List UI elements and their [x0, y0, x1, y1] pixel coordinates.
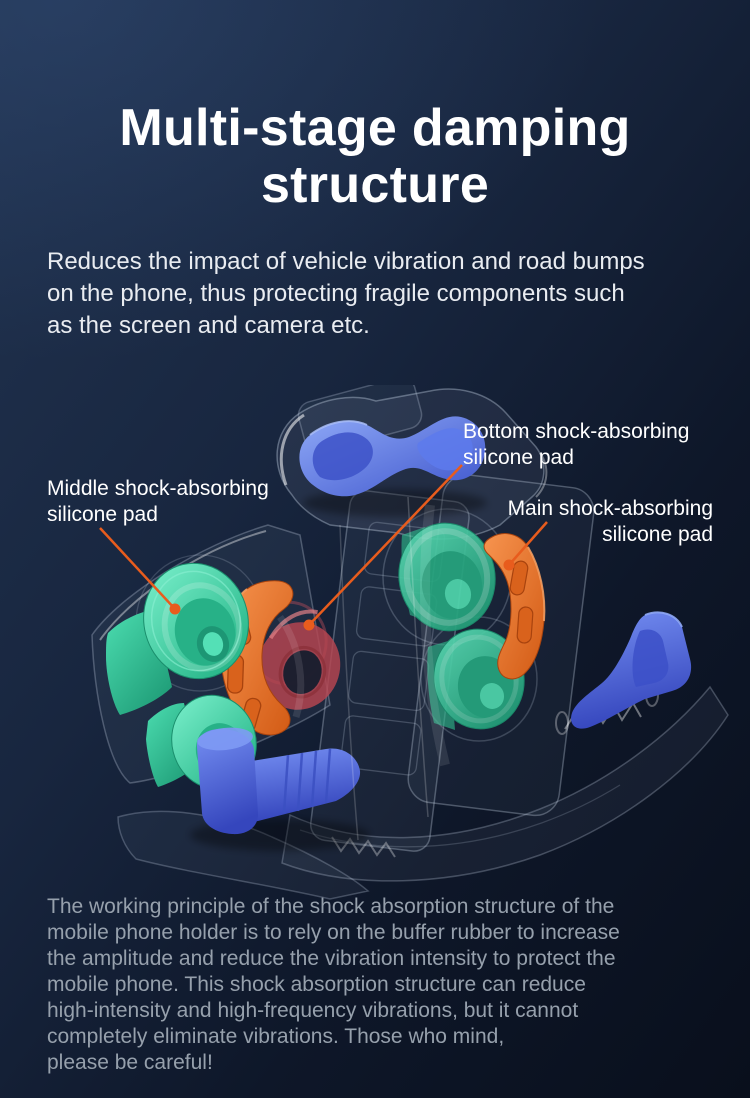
callout-line: Main shock-absorbing [507, 497, 713, 520]
description-line: completely eliminate vibrations. Those w… [47, 1025, 505, 1048]
callout-middle-pad-label: Middle shock-absorbing silicone pad [47, 476, 269, 528]
description-line: mobile phone. This shock absorption stru… [47, 973, 586, 996]
grip-cushion-pad-blue-lower-left [190, 727, 370, 851]
subtitle: Reduces the impact of vehicle vibration … [47, 246, 727, 342]
page-title-line: Multi-stage damping [119, 99, 631, 157]
leader-line-main-pad [508, 521, 548, 566]
subtitle-line: on the phone, thus protecting fragile co… [47, 280, 625, 307]
description-line: the amplitude and reduce the vibration i… [47, 947, 616, 970]
main-shock-absorbing-pad-orange-right [483, 533, 546, 680]
callout-leader-lines [99, 464, 548, 631]
callout-line: silicone pad [463, 446, 574, 469]
description-line: mobile phone holder is to rely on the bu… [47, 921, 620, 944]
callout-main-pad-label: Main shock-absorbing silicone pad [508, 496, 713, 548]
middle-shock-absorbing-pad-teal-upper-right [398, 522, 496, 632]
page-title: Multi-stage damping structure [0, 100, 750, 214]
grip-cushion-pad-blue-top [299, 416, 487, 517]
leader-line-middle-pad [99, 527, 176, 610]
callout-line: Middle shock-absorbing [47, 477, 269, 500]
callout-line: silicone pad [47, 503, 158, 526]
grip-cushion-pad-blue-right [571, 611, 692, 729]
middle-shock-absorbing-pad-teal-upper-left [106, 562, 249, 715]
leader-dot-main-pad [503, 559, 515, 571]
callout-bottom-pad-label: Bottom shock-absorbing silicone pad [463, 419, 689, 471]
subtitle-line: as the screen and camera etc. [47, 312, 370, 339]
glass-front-overlay [277, 496, 450, 841]
description-line: The working principle of the shock absor… [47, 895, 615, 918]
description-line: high-intensity and high-frequency vibrat… [47, 999, 579, 1022]
leader-dot-bottom-pad [303, 619, 315, 631]
callout-line: silicone pad [602, 523, 713, 546]
phone-holder-xray-illustration [91, 385, 729, 900]
bottom-shock-absorbing-pad-red-ring [248, 600, 341, 710]
spring-coil [331, 836, 396, 858]
description-text: The working principle of the shock absor… [47, 894, 737, 1076]
subtitle-line: Reduces the impact of vehicle vibration … [47, 248, 645, 275]
page-title-line: structure [260, 156, 490, 214]
middle-shock-absorbing-pad-teal-lower-right [427, 628, 525, 730]
description-line: please be careful! [47, 1051, 213, 1074]
leader-line-bottom-pad [308, 464, 463, 626]
leader-dot-middle-pad [169, 603, 181, 615]
callout-line: Bottom shock-absorbing [463, 420, 690, 443]
